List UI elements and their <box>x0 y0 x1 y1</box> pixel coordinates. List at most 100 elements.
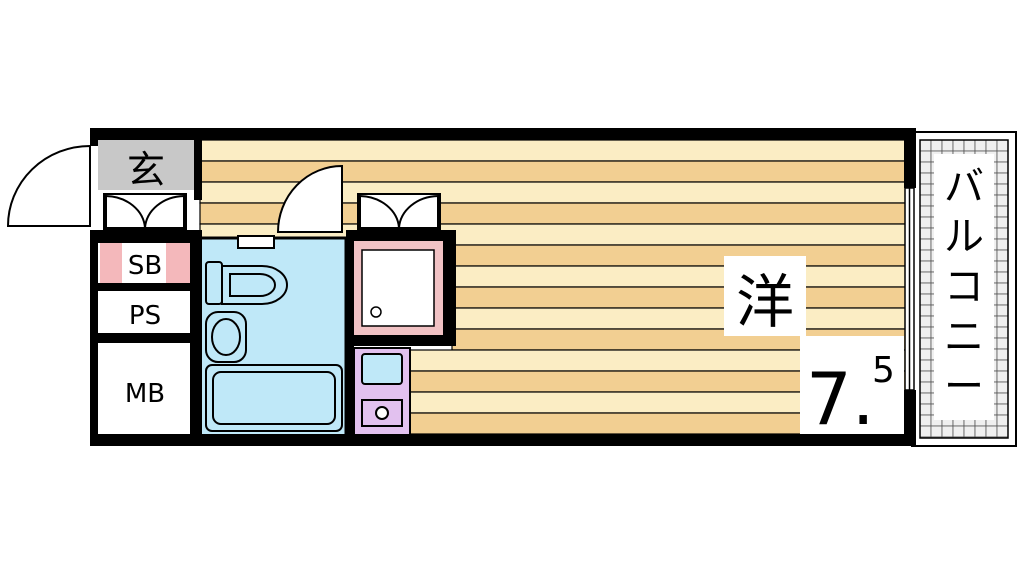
flooring-stripe <box>451 307 907 330</box>
balcony-tile <box>996 150 1009 163</box>
walls <box>90 128 916 446</box>
balcony-tile <box>919 326 932 339</box>
balcony-tile <box>919 139 932 152</box>
balcony-label-char: ー <box>944 364 984 410</box>
balcony-tile <box>985 425 998 438</box>
balcony-tile <box>996 271 1009 284</box>
balcony-tile <box>996 172 1009 185</box>
balcony-tile <box>919 282 932 295</box>
balcony-tile <box>919 238 932 251</box>
balcony-tile <box>919 216 932 229</box>
balcony-tile <box>919 425 932 438</box>
balcony-tile <box>941 139 954 152</box>
balcony-tile <box>974 139 987 152</box>
entrance-closet-doors <box>103 193 187 231</box>
balcony-tile <box>996 260 1009 273</box>
balcony-tile <box>919 392 932 405</box>
pipe-space-label: PS <box>129 301 161 331</box>
washbasin-icon <box>205 311 247 363</box>
balcony-tile <box>952 425 965 438</box>
balcony-tile <box>996 282 1009 295</box>
entrance-floor <box>98 140 194 190</box>
drain-icon <box>370 306 382 318</box>
balcony-tile <box>996 216 1009 229</box>
balcony-tile <box>919 293 932 306</box>
balcony-tile <box>996 293 1009 306</box>
balcony-tile <box>919 348 932 361</box>
balcony-tile <box>919 337 932 350</box>
balcony-tile <box>996 381 1009 394</box>
burner-icon <box>375 406 389 420</box>
room-type-label-bg <box>724 256 806 336</box>
balcony-tile <box>963 139 976 152</box>
balcony-label-char: バ <box>944 164 984 210</box>
flooring-stripe <box>451 244 907 267</box>
balcony-label-char: コ <box>944 264 984 310</box>
balcony-tile <box>996 139 1009 152</box>
balcony-tile <box>919 414 932 427</box>
flooring-stripe <box>451 265 907 288</box>
balcony-tile <box>996 304 1009 317</box>
balcony-label-char: ニ <box>944 314 984 360</box>
balcony-tile <box>919 271 932 284</box>
laundry-doors <box>357 193 441 231</box>
bathtub-icon <box>205 364 343 432</box>
balcony-tile <box>996 337 1009 350</box>
balcony-tile <box>996 392 1009 405</box>
balcony-window <box>904 187 915 391</box>
balcony-tile <box>941 425 954 438</box>
balcony-tile <box>919 359 932 372</box>
balcony-tile <box>919 315 932 328</box>
balcony-tile <box>996 315 1009 328</box>
room-size-label-bg <box>800 336 904 434</box>
shoe-box-inner <box>122 243 166 283</box>
room-type-label: 洋 <box>736 268 794 336</box>
balcony-tile <box>963 425 976 438</box>
toilet-icon <box>205 235 288 305</box>
balcony-tile <box>996 414 1009 427</box>
balcony-tile <box>996 183 1009 196</box>
balcony-tile <box>919 194 932 207</box>
balcony-tile <box>996 205 1009 218</box>
balcony-tile <box>996 359 1009 372</box>
balcony-tile <box>996 370 1009 383</box>
balcony-tile <box>919 381 932 394</box>
balcony-label-char: ル <box>944 214 984 260</box>
meter-box-label: MB <box>125 379 165 409</box>
room-size-label: 7. <box>806 357 875 441</box>
flooring-stripe <box>451 286 907 309</box>
balcony-tile <box>996 249 1009 262</box>
balcony-tile <box>919 161 932 174</box>
balcony-tile <box>996 403 1009 416</box>
shoe-box-label: SB <box>128 251 162 281</box>
balcony-tile <box>919 172 932 185</box>
balcony-tile <box>919 249 932 262</box>
balcony-tile <box>919 227 932 240</box>
balcony-tile <box>919 260 932 273</box>
balcony-tile <box>919 183 932 196</box>
sink-icon <box>361 353 403 385</box>
balcony-tile <box>996 425 1009 438</box>
meter-box <box>100 343 190 435</box>
entrance-label: 玄 <box>127 148 165 192</box>
balcony-tile <box>919 370 932 383</box>
balcony-tile <box>952 139 965 152</box>
balcony-label-panel <box>934 154 994 420</box>
flooring-stripe <box>199 139 907 162</box>
balcony-tile <box>996 161 1009 174</box>
balcony-tile <box>930 139 943 152</box>
balcony-tile <box>996 326 1009 339</box>
balcony-tile <box>996 348 1009 361</box>
bathroom-door <box>276 164 343 233</box>
balcony-tile <box>996 194 1009 207</box>
pipe-space <box>100 291 190 333</box>
balcony-tile <box>974 425 987 438</box>
balcony-tile <box>919 205 932 218</box>
balcony-tile <box>996 227 1009 240</box>
balcony-tile <box>985 139 998 152</box>
balcony-tile <box>919 403 932 416</box>
balcony-label: バルコニー <box>944 164 984 410</box>
balcony-tile <box>919 150 932 163</box>
front-door <box>6 144 91 227</box>
balcony-tile <box>996 238 1009 251</box>
